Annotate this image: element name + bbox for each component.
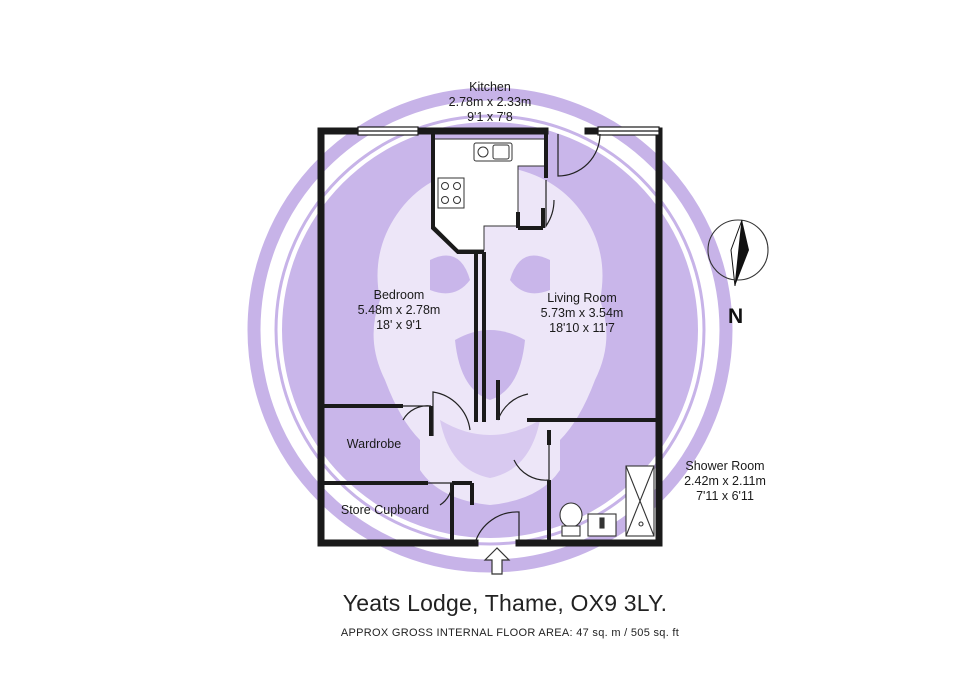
watermark-logo [247, 87, 733, 573]
windows [357, 126, 660, 136]
bedroom-name: Bedroom [373, 288, 425, 302]
property-address: Yeats Lodge, Thame, OX9 3LY. [342, 590, 668, 616]
bedroom-imperial: 18' x 9'1 [376, 318, 422, 332]
door-swings [402, 133, 601, 544]
shower-room-metric: 2.42m x 2.11m [684, 474, 766, 488]
shower-room-label: Shower Room 2.42m x 2.11m 7'11 x 6'11 [675, 459, 775, 504]
store-cupboard-name: Store Cupboard [340, 503, 430, 517]
living-room-imperial: 18'10 x 11'7 [549, 321, 615, 335]
kitchen-name: Kitchen [469, 80, 511, 94]
internal-walls [323, 133, 657, 543]
compass-north-letter: N [728, 305, 744, 328]
kitchen-label: Kitchen 2.78m x 2.33m 9'1 x 7'8 [440, 80, 540, 125]
shower-fittings [559, 465, 655, 537]
wardrobe-name: Wardrobe [346, 437, 402, 451]
bedroom-metric: 5.48m x 2.78m [357, 303, 441, 317]
living-room-name: Living Room [547, 291, 617, 305]
kitchen-imperial: 9'1 x 7'8 [467, 110, 513, 124]
shower-room-imperial: 7'11 x 6'11 [696, 489, 754, 503]
shower-room-name: Shower Room [685, 459, 765, 473]
entrance-arrow-icon [483, 547, 511, 575]
living-room-label: Living Room 5.73m x 3.54m 18'10 x 11'7 [527, 291, 637, 336]
compass-icon [707, 219, 769, 287]
walls [317, 127, 663, 547]
living-room-metric: 5.73m x 3.54m [540, 306, 624, 320]
bedroom-label: Bedroom 5.48m x 2.78m 18' x 9'1 [344, 288, 454, 333]
store-cupboard-label: Store Cupboard [330, 503, 440, 518]
wardrobe-label: Wardrobe [334, 437, 414, 452]
kitchen-metric: 2.78m x 2.33m [448, 95, 532, 109]
floor-area-note: APPROX GROSS INTERNAL FLOOR AREA: 47 sq.… [340, 627, 680, 639]
